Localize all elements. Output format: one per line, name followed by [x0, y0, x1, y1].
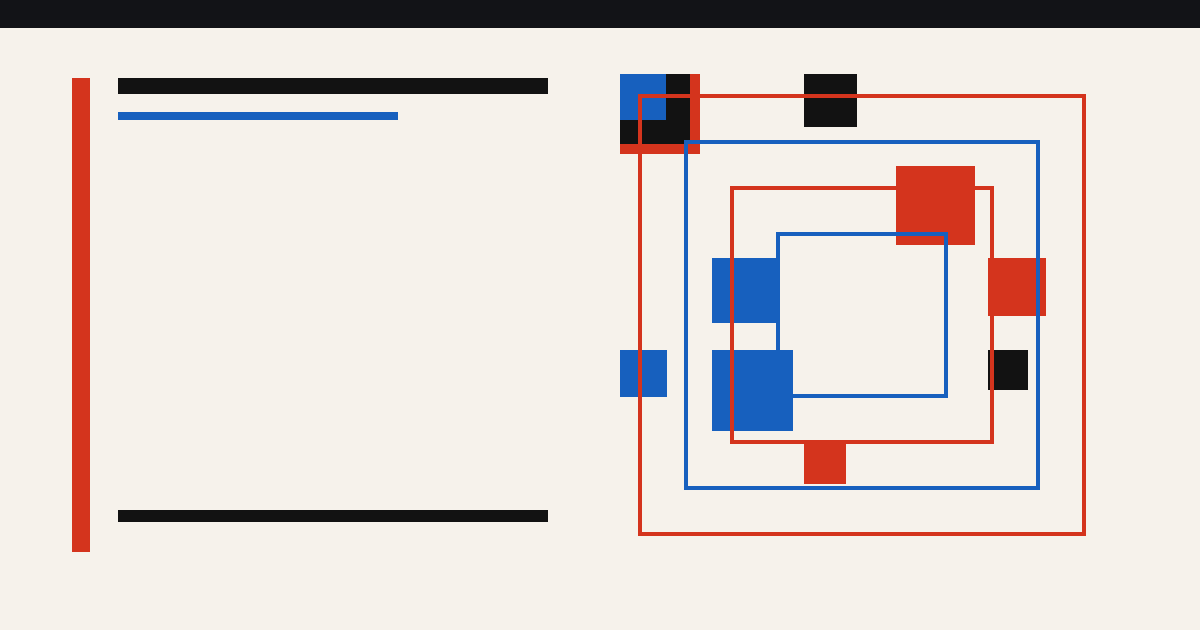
upper-red-square — [896, 166, 975, 245]
bottom-red-square — [804, 442, 846, 484]
third-red-frame — [730, 186, 994, 444]
top-bar — [0, 0, 1200, 28]
subtitle-placeholder-bar — [118, 112, 398, 120]
second-blue-frame — [684, 140, 1040, 490]
outer-red-frame — [638, 94, 1086, 536]
top-black-square — [804, 74, 857, 127]
title-placeholder-bar — [118, 78, 548, 94]
mid-blue-square — [712, 258, 780, 323]
right-black-square — [988, 350, 1028, 390]
inner-blue-frame — [776, 232, 948, 398]
left-small-blue-square — [620, 350, 667, 397]
left-accent-bar — [72, 78, 90, 552]
footer-rule — [118, 510, 548, 522]
